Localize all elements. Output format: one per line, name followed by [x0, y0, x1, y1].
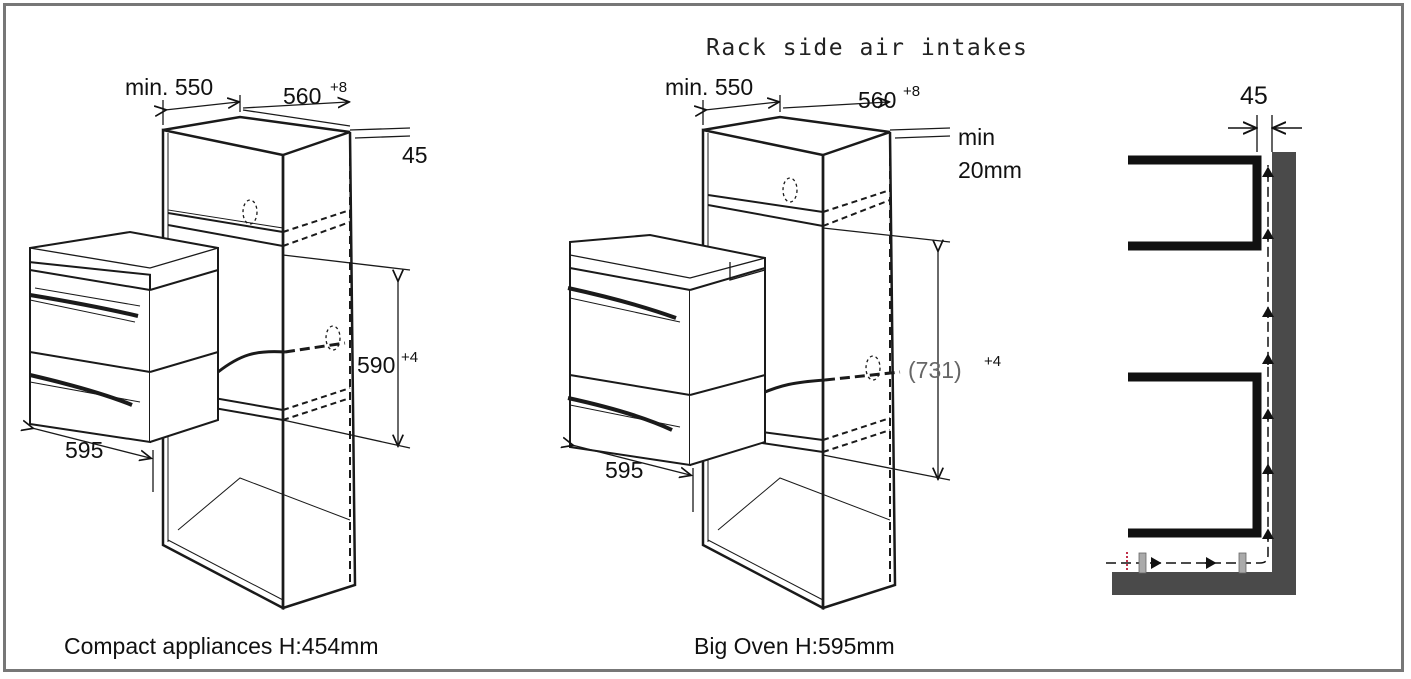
big-depth-label: min. 550 — [665, 74, 753, 100]
big-oven-dimensions — [572, 95, 951, 512]
big-front-width-label: 595 — [605, 457, 643, 483]
compact-width-label: 560 — [283, 83, 321, 109]
rear-wall — [1272, 152, 1296, 595]
side-gap-label: 45 — [1240, 82, 1268, 110]
airflow-path — [1106, 165, 1269, 564]
compact-gap-label: 45 — [402, 142, 428, 168]
compact-front-width-label: 595 — [65, 437, 103, 463]
lower-shelf — [1128, 372, 1262, 538]
compact-depth-label: min. 550 — [125, 74, 213, 100]
cabinet-foot-rear — [1238, 552, 1247, 574]
upper-shelf — [1128, 155, 1262, 251]
big-height-label: (731) — [908, 357, 962, 383]
compact-appliance — [29, 230, 219, 444]
floor-slab — [1112, 572, 1296, 595]
big-oven-appliance — [567, 233, 766, 467]
compact-dimensions — [32, 95, 411, 492]
big-gap-label-mm: 20mm — [958, 157, 1022, 183]
rack-air-intake-title: Rack side air intakes — [706, 35, 1028, 61]
compact-height-label: 590 — [357, 352, 395, 378]
big-width-tolerance: +8 — [903, 83, 920, 100]
compact-caption: Compact appliances H:454mm — [64, 633, 378, 659]
big-oven-cabinet — [701, 115, 901, 611]
compact-width-tolerance: +8 — [330, 79, 347, 96]
big-caption: Big Oven H:595mm — [694, 633, 895, 659]
big-gap-label-min: min — [958, 124, 995, 150]
big-height-tolerance: +4 — [984, 353, 1001, 370]
cabinet-foot-front — [1138, 552, 1147, 574]
side-section — [1106, 115, 1302, 595]
compact-height-tolerance: +4 — [401, 349, 418, 366]
big-width-label: 560 — [858, 87, 896, 113]
